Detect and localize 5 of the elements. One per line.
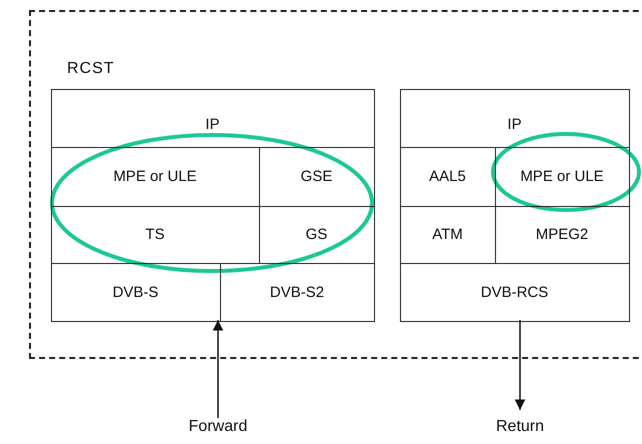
direction-label: Return (470, 418, 570, 444)
arrow (212, 320, 224, 418)
arrow (514, 320, 526, 410)
frame-title: RCST (67, 60, 115, 78)
direction-label: Forward (160, 418, 276, 444)
